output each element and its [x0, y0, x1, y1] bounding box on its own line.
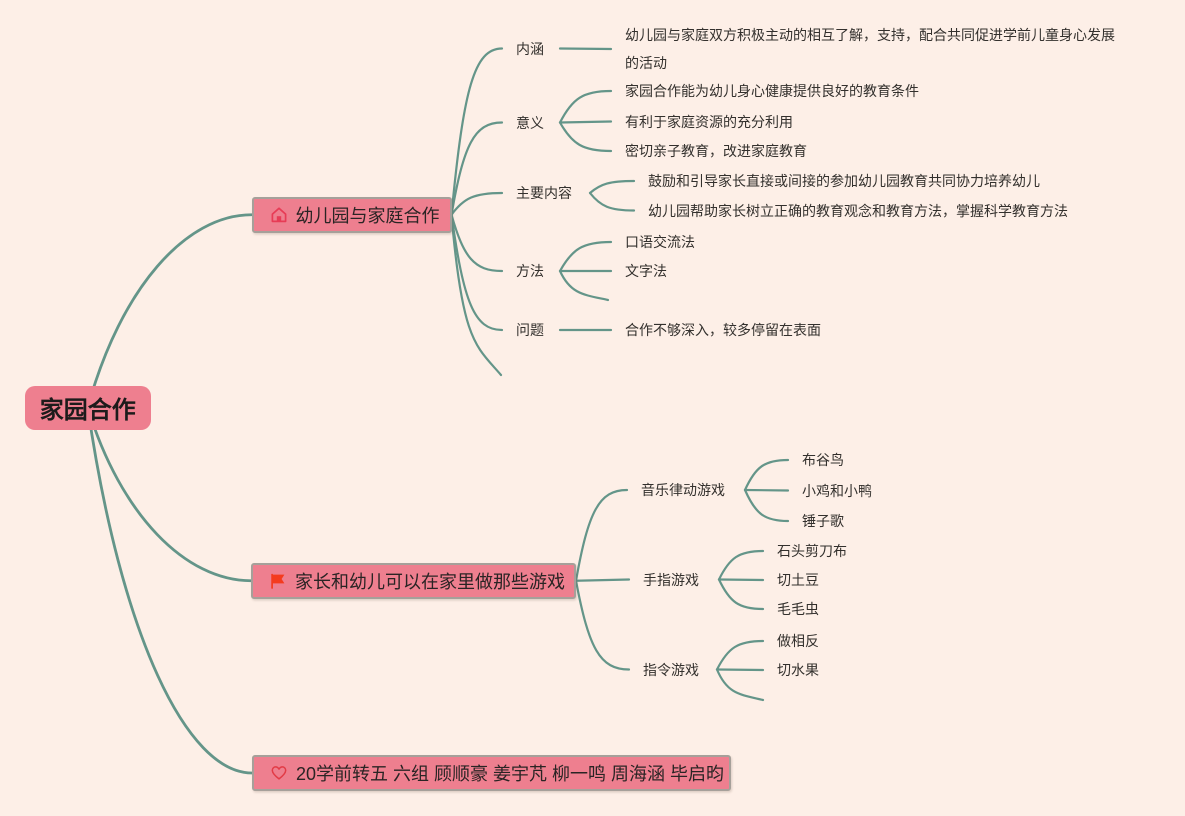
leaf-significance-3[interactable]: 密切亲子教育，改进家庭教育 — [625, 143, 807, 159]
root-topic[interactable]: 家园合作 — [24, 385, 151, 430]
leaf-method-oral[interactable]: 口语交流法 — [625, 234, 695, 250]
subtopic-connotation[interactable]: 内涵 — [516, 40, 544, 57]
leaf-chick-duck[interactable]: 小鸡和小鸭 — [802, 482, 872, 499]
connector — [86, 406, 254, 775]
connector — [558, 121, 613, 153]
connector — [558, 269, 610, 302]
connector — [558, 47, 613, 51]
connector — [450, 121, 504, 216]
connector — [743, 488, 790, 523]
home-icon — [270, 206, 288, 224]
connector — [717, 549, 765, 581]
leaf-significance-2[interactable]: 有利于家庭资源的充分利用 — [625, 113, 793, 130]
subtopic-music-games[interactable]: 音乐律动游戏 — [641, 482, 725, 498]
connector — [450, 213, 503, 377]
leaf-method-written[interactable]: 文字法 — [625, 263, 667, 279]
branch-topic-kindergarten-family[interactable]: 幼儿园与家庭合作 — [251, 196, 452, 233]
connector — [743, 488, 790, 492]
connector — [588, 179, 636, 195]
connector — [86, 213, 253, 409]
connector — [450, 47, 504, 216]
connector — [86, 406, 253, 583]
connector — [717, 578, 765, 611]
connector — [558, 240, 613, 273]
subtopic-significance[interactable]: 意义 — [516, 114, 544, 131]
subtopic-problem[interactable]: 问题 — [516, 322, 544, 338]
connector — [743, 458, 790, 492]
branch-topic-label: 幼儿园与家庭合作 — [295, 205, 440, 226]
leaf-hammer-song[interactable]: 锤子歌 — [802, 513, 844, 529]
connector — [574, 579, 631, 671]
subtopic-finger-games[interactable]: 手指游戏 — [643, 571, 699, 588]
connector — [715, 668, 765, 702]
branch-topic-team-signature[interactable]: 20学前转五 六组 顾顺豪 姜宇芃 柳一鸣 周海涵 毕启昀 — [252, 755, 731, 791]
leaf-significance-1[interactable]: 家园合作能为幼儿身心健康提供良好的教育条件 — [625, 83, 919, 99]
root-topic-label: 家园合作 — [39, 397, 136, 424]
leaf-caterpillar[interactable]: 毛毛虫 — [777, 601, 819, 617]
subtopic-command-games[interactable]: 指令游戏 — [643, 661, 699, 678]
heart-icon — [270, 764, 288, 782]
connector — [450, 213, 504, 332]
branch-topic-label: 家长和幼儿可以在家里做那些游戏 — [295, 571, 565, 592]
leaf-main-content-2[interactable]: 幼儿园帮助家长树立正确的教育观念和教育方法，掌握科学教育方法 — [648, 202, 1068, 219]
connector — [450, 191, 504, 216]
leaf-cuckoo[interactable]: 布谷鸟 — [802, 452, 844, 468]
connector — [715, 668, 765, 672]
connector — [715, 639, 765, 671]
connector — [558, 120, 613, 124]
subtopic-method[interactable]: 方法 — [516, 263, 544, 279]
connector — [588, 191, 636, 212]
connector — [574, 578, 631, 582]
leaf-connotation-text[interactable]: 幼儿园与家庭双方积极主动的相互了解，支持，配合共同促进学前儿童身心发展的活动 — [625, 27, 1115, 71]
branch-topic-label: 20学前转五 六组 顾顺豪 姜宇芃 柳一鸣 周海涵 毕启昀 — [296, 764, 725, 784]
connector — [558, 89, 613, 124]
leaf-do-opposite[interactable]: 做相反 — [777, 633, 819, 649]
leaf-rock-paper-scissors[interactable]: 石头剪刀布 — [777, 543, 847, 559]
flag-icon — [269, 572, 287, 590]
subtopic-main-content[interactable]: 主要内容 — [516, 185, 572, 201]
connector — [450, 213, 504, 273]
branch-topic-home-games[interactable]: 家长和幼儿可以在家里做那些游戏 — [251, 563, 576, 599]
leaf-problem-text[interactable]: 合作不够深入，较多停留在表面 — [625, 322, 821, 338]
leaf-cut-fruit[interactable]: 切水果 — [777, 662, 819, 678]
connector — [717, 578, 765, 582]
leaf-main-content-1[interactable]: 鼓励和引导家长直接或间接的参加幼儿园教育共同协力培养幼儿 — [648, 173, 1040, 189]
connector — [574, 488, 629, 582]
leaf-cut-potato[interactable]: 切土豆 — [777, 572, 819, 588]
